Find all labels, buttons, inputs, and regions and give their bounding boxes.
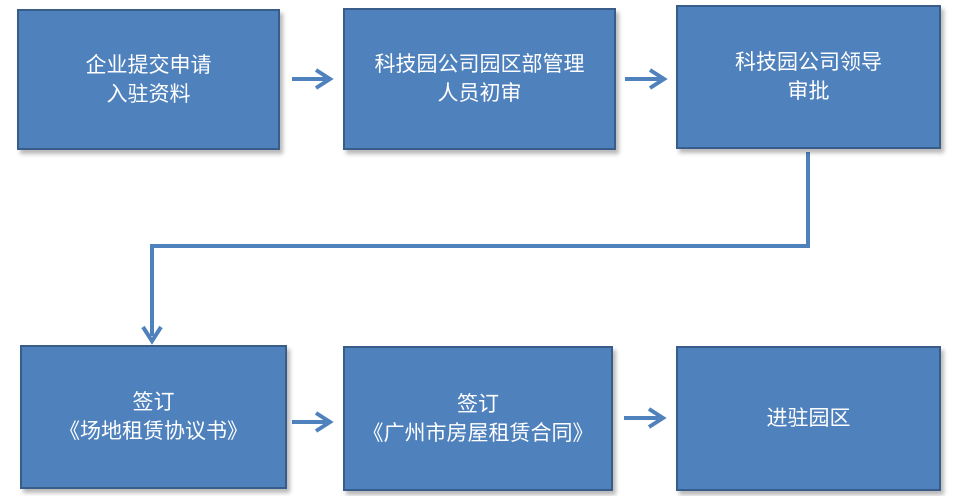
arrow-step3-to-step4-head	[141, 325, 163, 345]
step-sign-lease-agreement: 签订 《场地租赁协议书》	[20, 345, 287, 489]
step-sign-rental-contract: 签订 《广州市房屋租赁合同》	[343, 346, 613, 491]
step-label-line1: 进驻园区	[766, 406, 851, 430]
step-leader-approval: 科技园公司领导 审批	[676, 5, 941, 149]
step-label-line1: 企业提交申请	[85, 52, 212, 77]
arrow-step4-to-step5-head	[314, 411, 334, 433]
step-preliminary-review: 科技园公司园区部管理 人员初审	[343, 8, 616, 150]
step-label-line1: 科技园公司园区部管理	[374, 52, 585, 76]
arrow-step2-to-step3-head	[648, 68, 668, 90]
step-label-line1: 科技园公司领导	[735, 50, 882, 74]
step-label-line2: 审批	[787, 79, 830, 103]
step-label-line2: 《场地租赁协议书》	[59, 419, 248, 443]
step-label-line1: 签订	[132, 390, 175, 414]
arrow-step3-to-step4	[150, 152, 810, 336]
step-label-line1: 签订	[457, 391, 499, 416]
step-label-line2: 《广州市房屋租赁合同》	[362, 420, 594, 445]
step-label-line2: 入驻资料	[106, 81, 191, 106]
step-move-into-park: 进驻园区	[676, 346, 941, 491]
step-label-line2: 人员初审	[437, 81, 522, 105]
arrow-step1-to-step2-head	[314, 68, 334, 90]
arrow-step5-to-step6-head	[647, 407, 667, 429]
step-submit-application: 企业提交申请 入驻资料	[17, 9, 280, 150]
